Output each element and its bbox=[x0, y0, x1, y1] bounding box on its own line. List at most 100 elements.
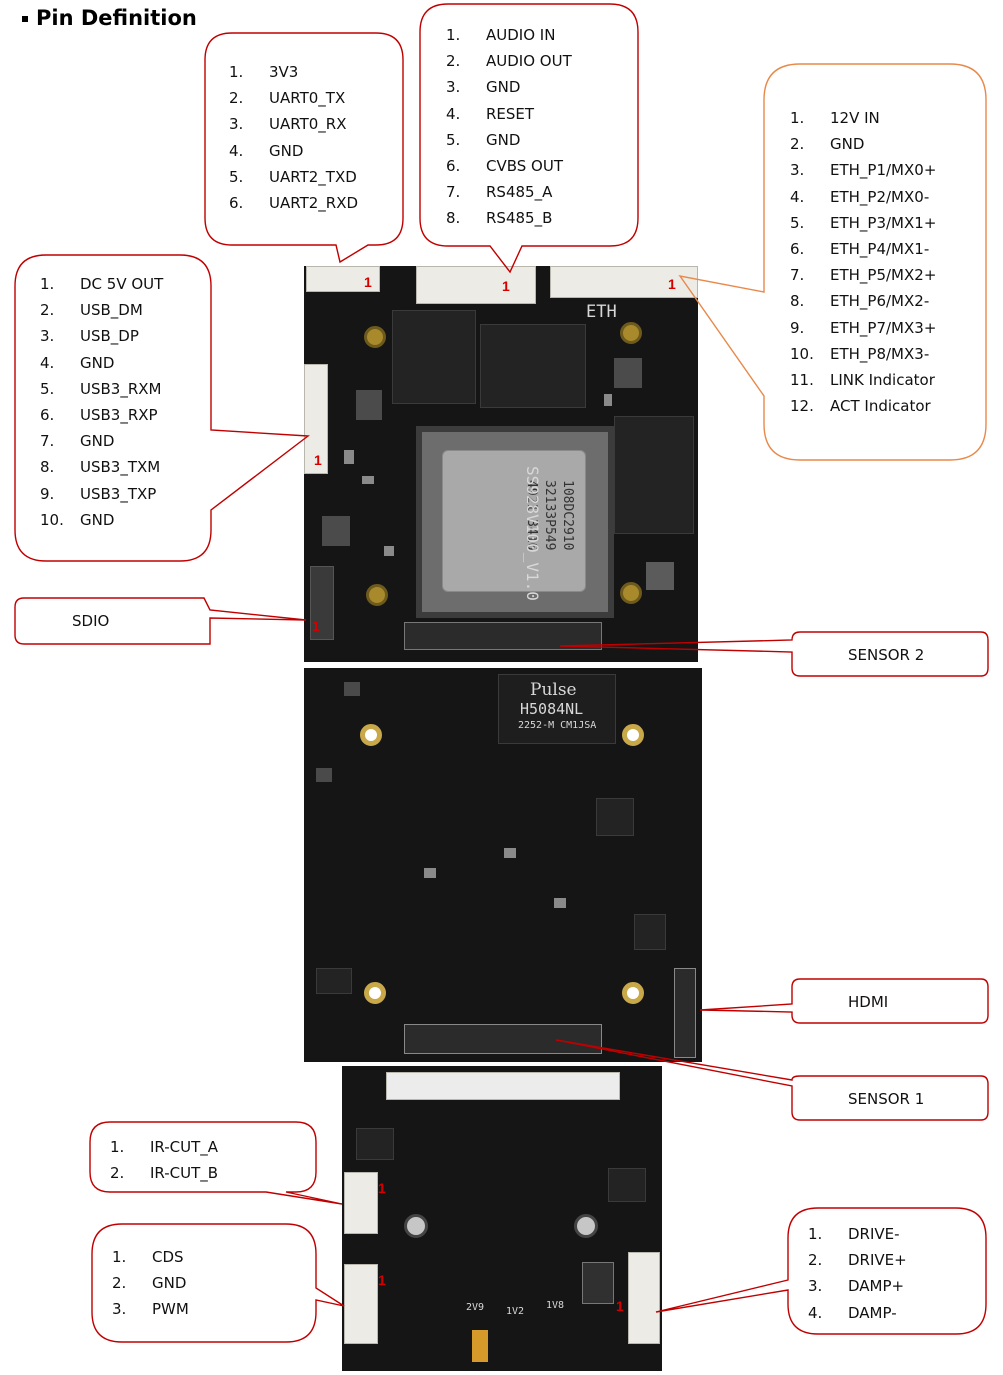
list-item: 3.UART0_RX bbox=[229, 111, 358, 137]
list-item: 7.RS485_A bbox=[446, 179, 572, 205]
uart-pin-list: 1.3V3 2.UART0_TX 3.UART0_RX 4.GND 5.UART… bbox=[229, 59, 358, 216]
list-item: 3.USB_DP bbox=[40, 323, 163, 349]
pin-label: ETH_P2/MX0- bbox=[830, 188, 929, 206]
pin-number: 1. bbox=[110, 1134, 150, 1160]
ircut-pin-list: 1.IR-CUT_A 2.IR-CUT_B bbox=[110, 1134, 218, 1186]
list-item: 2.UART0_TX bbox=[229, 85, 358, 111]
pin-number: 2. bbox=[112, 1270, 152, 1296]
pin-label: RESET bbox=[486, 105, 534, 123]
list-item: 2.AUDIO OUT bbox=[446, 48, 572, 74]
usb-pin-list: 1.DC 5V OUT 2.USB_DM 3.USB_DP 4.GND 5.US… bbox=[40, 271, 163, 533]
pin-label: GND bbox=[80, 354, 114, 372]
list-item: 12.ACT Indicator bbox=[790, 393, 936, 419]
pin-number: 12. bbox=[790, 393, 830, 419]
pin-label: GND bbox=[152, 1274, 186, 1292]
pin-label: ETH_P5/MX2+ bbox=[830, 266, 936, 284]
pin-number: 5. bbox=[229, 164, 269, 190]
list-item: 1.3V3 bbox=[229, 59, 358, 85]
pin-label: ACT Indicator bbox=[830, 397, 931, 415]
list-item: 7.GND bbox=[40, 428, 163, 454]
pin-number: 5. bbox=[446, 127, 486, 153]
list-item: 6.CVBS OUT bbox=[446, 153, 572, 179]
pin-number: 10. bbox=[40, 507, 80, 533]
list-item: 6.ETH_P4/MX1- bbox=[790, 236, 936, 262]
pin-number: 5. bbox=[40, 376, 80, 402]
list-item: 3.GND bbox=[446, 74, 572, 100]
list-item: 5.GND bbox=[446, 127, 572, 153]
sensor1-label: SENSOR 1 bbox=[848, 1090, 924, 1108]
pin-number: 2. bbox=[40, 297, 80, 323]
pin-label: PWM bbox=[152, 1300, 189, 1318]
pin-label: IR-CUT_A bbox=[150, 1138, 218, 1156]
list-item: 6.USB3_RXP bbox=[40, 402, 163, 428]
pin-label: DRIVE+ bbox=[848, 1251, 907, 1269]
pin-number: 2. bbox=[790, 131, 830, 157]
audio-pin-list: 1.AUDIO IN 2.AUDIO OUT 3.GND 4.RESET 5.G… bbox=[446, 22, 572, 232]
list-item: 1.12V IN bbox=[790, 105, 936, 131]
pin-number: 3. bbox=[808, 1273, 848, 1299]
pin-number: 2. bbox=[808, 1247, 848, 1273]
list-item: 2.IR-CUT_B bbox=[110, 1160, 218, 1186]
list-item: 10.GND bbox=[40, 507, 163, 533]
list-item: 9.USB3_TXP bbox=[40, 481, 163, 507]
pin-number: 3. bbox=[229, 111, 269, 137]
pin-number: 9. bbox=[40, 481, 80, 507]
hdmi-label: HDMI bbox=[848, 993, 888, 1011]
hdmi-callout-box bbox=[700, 979, 988, 1023]
list-item: 3.ETH_P1/MX0+ bbox=[790, 157, 936, 183]
list-item: 8.RS485_B bbox=[446, 205, 572, 231]
pin-label: CVBS OUT bbox=[486, 157, 563, 175]
pin-label: UART2_TXD bbox=[269, 168, 357, 186]
pin-label: USB3_TXM bbox=[80, 458, 160, 476]
list-item: 2.GND bbox=[112, 1270, 189, 1296]
pin-number: 1. bbox=[229, 59, 269, 85]
pin-label: ETH_P4/MX1- bbox=[830, 240, 929, 258]
pin-label: USB3_TXP bbox=[80, 485, 156, 503]
sensor1-callout-box bbox=[556, 1040, 988, 1120]
list-item: 4.GND bbox=[40, 350, 163, 376]
pin-label: AUDIO IN bbox=[486, 26, 555, 44]
pin-number: 1. bbox=[446, 22, 486, 48]
pin-number: 6. bbox=[446, 153, 486, 179]
list-item: 2.USB_DM bbox=[40, 297, 163, 323]
pin-number: 4. bbox=[40, 350, 80, 376]
list-item: 11.LINK Indicator bbox=[790, 367, 936, 393]
list-item: 4.RESET bbox=[446, 101, 572, 127]
pin-number: 6. bbox=[229, 190, 269, 216]
pin-number: 1. bbox=[40, 271, 80, 297]
pin-number: 1. bbox=[808, 1221, 848, 1247]
pin-label: LINK Indicator bbox=[830, 371, 935, 389]
pin-label: DAMP- bbox=[848, 1304, 897, 1322]
pin-number: 1. bbox=[112, 1244, 152, 1270]
pin-number: 3. bbox=[112, 1296, 152, 1322]
pin-label: GND bbox=[486, 131, 520, 149]
pin-label: USB_DM bbox=[80, 301, 143, 319]
pin-number: 7. bbox=[40, 428, 80, 454]
list-item: 2.GND bbox=[790, 131, 936, 157]
list-item: 3.DAMP+ bbox=[808, 1273, 907, 1299]
pin-label: GND bbox=[80, 511, 114, 529]
sdio-callout-box bbox=[15, 598, 306, 644]
pin-number: 2. bbox=[110, 1160, 150, 1186]
list-item: 5.UART2_TXD bbox=[229, 164, 358, 190]
pin-number: 9. bbox=[790, 315, 830, 341]
pin-label: ETH_P6/MX2- bbox=[830, 292, 929, 310]
pin-label: ETH_P8/MX3- bbox=[830, 345, 929, 363]
pin-label: IR-CUT_B bbox=[150, 1164, 218, 1182]
list-item: 1.IR-CUT_A bbox=[110, 1134, 218, 1160]
pin-number: 8. bbox=[40, 454, 80, 480]
pin-number: 6. bbox=[790, 236, 830, 262]
list-item: 1.AUDIO IN bbox=[446, 22, 572, 48]
pin-label: RS485_A bbox=[486, 183, 552, 201]
pin-number: 5. bbox=[790, 210, 830, 236]
pin-number: 2. bbox=[229, 85, 269, 111]
pin-number: 7. bbox=[790, 262, 830, 288]
list-item: 10.ETH_P8/MX3- bbox=[790, 341, 936, 367]
pin-number: 2. bbox=[446, 48, 486, 74]
list-item: 5.USB3_RXM bbox=[40, 376, 163, 402]
pin-number: 3. bbox=[790, 157, 830, 183]
cds-pin-list: 1.CDS 2.GND 3.PWM bbox=[112, 1244, 189, 1323]
pin-label: GND bbox=[830, 135, 864, 153]
pin-label: DAMP+ bbox=[848, 1277, 904, 1295]
pin-number: 4. bbox=[808, 1300, 848, 1326]
